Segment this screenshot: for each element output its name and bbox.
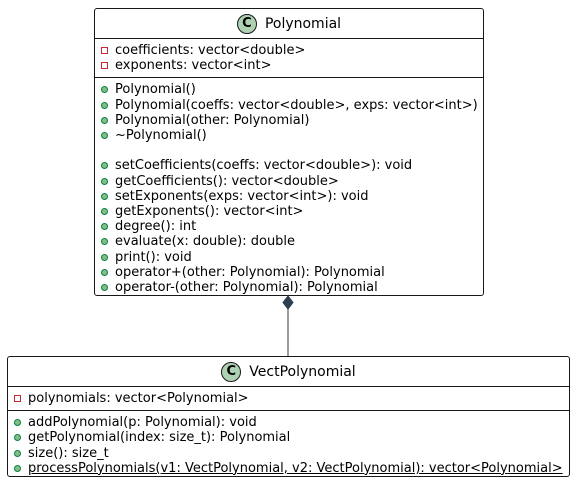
method: getCoefficients(): vector<double> [95, 174, 483, 189]
class-vectpolynomial: C VectPolynomial polynomials: vector<Pol… [7, 356, 570, 477]
public-visibility-icon [101, 223, 108, 231]
public-visibility-icon [101, 208, 108, 216]
public-visibility-icon [101, 101, 108, 109]
public-visibility-icon [101, 238, 108, 246]
composition-diamond-icon [282, 295, 294, 310]
private-visibility-icon [101, 62, 108, 70]
method: getExponents(): vector<int> [95, 204, 483, 219]
class-header: C Polynomial [95, 9, 483, 39]
class-c-icon: C [221, 361, 242, 382]
public-visibility-icon [101, 116, 108, 124]
method: setExponents(exps: vector<int>): void [95, 189, 483, 204]
public-visibility-icon [101, 268, 108, 276]
public-visibility-icon [14, 449, 21, 457]
method: Polynomial(coeffs: vector<double>, exps:… [95, 98, 483, 113]
class-polynomial: C Polynomial coefficients: vector<double… [94, 8, 484, 296]
method: degree(): int [95, 219, 483, 234]
public-visibility-icon [101, 284, 108, 292]
class-name: VectPolynomial [249, 363, 356, 380]
method: print(): void [95, 250, 483, 265]
private-visibility-icon [14, 395, 21, 402]
attributes-section: coefficients: vector<double> exponents: … [95, 39, 483, 79]
method: evaluate(x: double): double [95, 234, 483, 249]
static-method: processPolynomials(v1: VectPolynomial, v… [8, 461, 569, 476]
method: setCoefficients(coeffs: vector<double>):… [95, 158, 483, 173]
method: size(): size_t [8, 446, 569, 461]
public-visibility-icon [14, 419, 21, 427]
method: getPolynomial(index: size_t): Polynomial [8, 430, 569, 445]
public-visibility-icon [101, 162, 108, 170]
attribute: exponents: vector<int> [95, 58, 483, 73]
method: operator+(other: Polynomial): Polynomial [95, 265, 483, 280]
methods-section: Polynomial() Polynomial(coeffs: vector<d… [95, 78, 483, 299]
method: addPolynomial(p: Polynomial): void [8, 415, 569, 430]
method: ~Polynomial() [95, 128, 483, 143]
methods-section: addPolynomial(p: Polynomial): void getPo… [8, 411, 569, 480]
method: Polynomial(other: Polynomial) [95, 113, 483, 128]
attribute: coefficients: vector<double> [95, 43, 483, 58]
public-visibility-icon [14, 464, 21, 472]
attributes-section: polynomials: vector<Polynomial> [8, 387, 569, 412]
public-visibility-icon [101, 132, 108, 140]
public-visibility-icon [101, 192, 108, 200]
method: operator-(other: Polynomial): Polynomial [95, 280, 483, 295]
method: Polynomial() [95, 82, 483, 97]
public-visibility-icon [101, 86, 108, 94]
public-visibility-icon [101, 177, 108, 185]
attribute: polynomials: vector<Polynomial> [8, 391, 569, 406]
public-visibility-icon [14, 434, 21, 442]
class-name: Polynomial [264, 15, 342, 32]
public-visibility-icon [101, 253, 108, 261]
class-c-icon: C [236, 13, 257, 34]
class-header: C VectPolynomial [8, 357, 569, 387]
private-visibility-icon [101, 47, 108, 54]
